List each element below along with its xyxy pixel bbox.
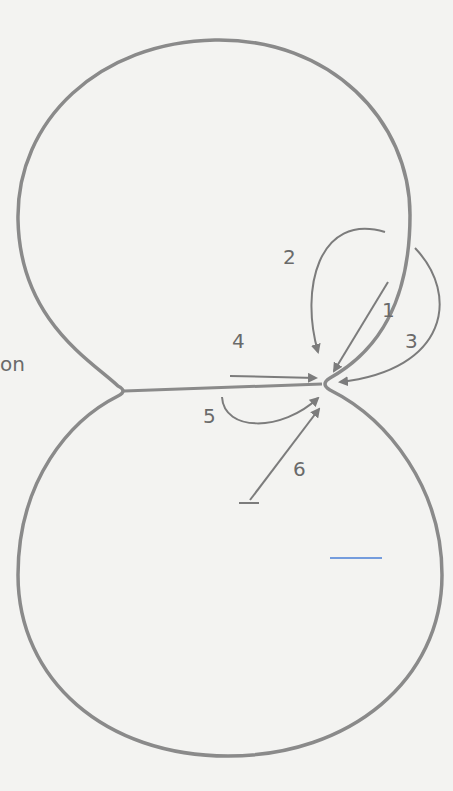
callout-number: 3: [405, 330, 418, 352]
cell-outline: [18, 40, 442, 756]
arrow-5: [222, 397, 318, 423]
arrow-6: [250, 409, 319, 500]
septum-line: [124, 384, 322, 391]
callout-number: 4: [232, 330, 245, 352]
arrow-1: [334, 282, 388, 371]
callout-number: 1: [382, 299, 395, 321]
blue-mark: [330, 557, 382, 559]
callout-number: 2: [283, 246, 296, 268]
cut-off-label: on: [0, 353, 25, 375]
arrow-4: [230, 376, 316, 378]
inhibition-bar: [239, 502, 259, 504]
arrow-2: [311, 229, 385, 352]
callout-number: 6: [293, 458, 306, 480]
callout-number: 5: [203, 405, 216, 427]
arrow-3: [340, 248, 440, 382]
